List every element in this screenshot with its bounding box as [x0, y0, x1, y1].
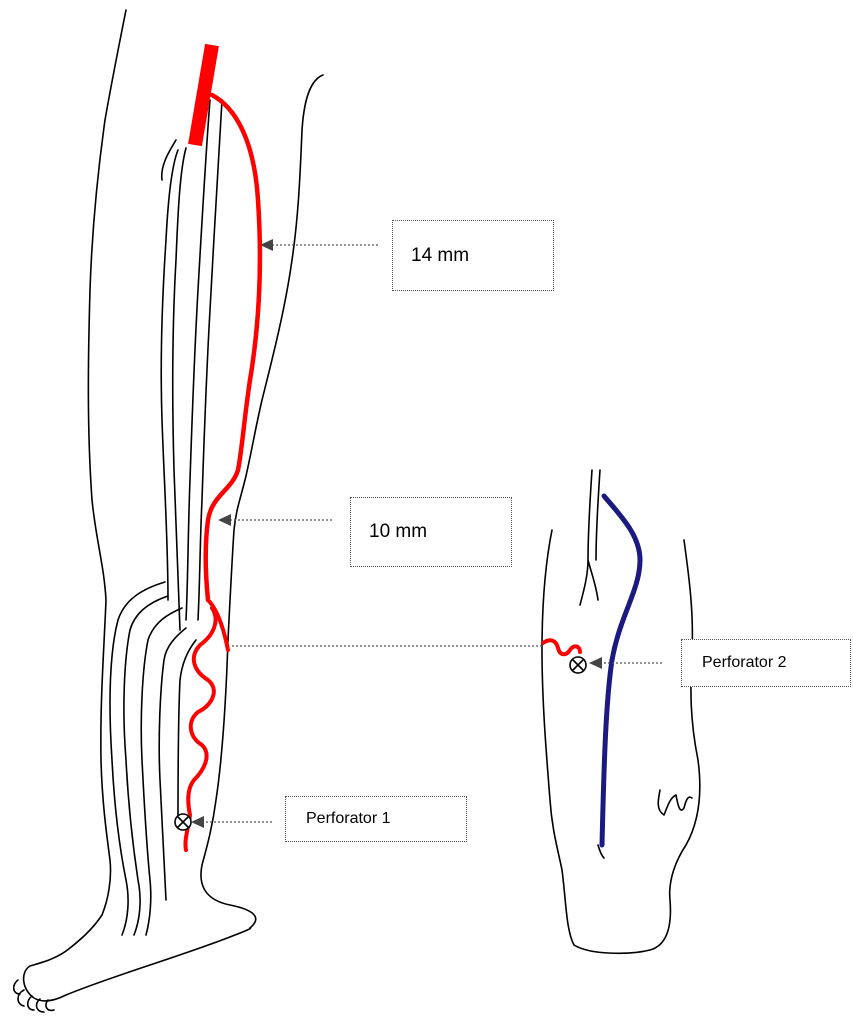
label-perforator-2-text: Perforator 2: [702, 654, 786, 672]
calf-muscle-line: [110, 582, 165, 935]
tendon-line: [161, 140, 178, 600]
tortuous-varicose-segment: [185, 608, 215, 850]
arrowhead-left-icon: [191, 816, 204, 828]
label-14mm: 14 mm: [392, 220, 554, 291]
right-foot-icon: [658, 790, 692, 815]
label-14mm-text: 14 mm: [411, 245, 469, 267]
perforator-2-marker-icon: [570, 657, 586, 673]
arrowhead-left-icon: [218, 514, 231, 526]
label-10mm: 10 mm: [350, 497, 512, 567]
great-saphenous-vein: [206, 95, 260, 600]
perforator-2-reflux-segment: [543, 640, 580, 654]
tendon-line: [173, 148, 186, 630]
tendon-line: [198, 100, 222, 620]
label-perforator-1-text: Perforator 1: [306, 810, 390, 828]
right-leg-outline: [542, 530, 700, 953]
small-saphenous-vein: [602, 496, 640, 845]
label-10mm-text: 10 mm: [369, 521, 427, 543]
perforator-1-marker-icon: [175, 814, 191, 830]
toe-icon: [14, 980, 54, 1012]
right-leg-tendon: [580, 470, 598, 605]
femoral-vein-segment: [195, 45, 212, 145]
label-perforator-2: Perforator 2: [681, 639, 851, 687]
left-leg-back-contour: [88, 10, 126, 915]
right-leg-tendon: [596, 470, 600, 560]
calf-muscle-line: [141, 608, 182, 935]
label-perforator-1: Perforator 1: [285, 796, 467, 842]
arrowhead-left-icon: [589, 657, 602, 669]
